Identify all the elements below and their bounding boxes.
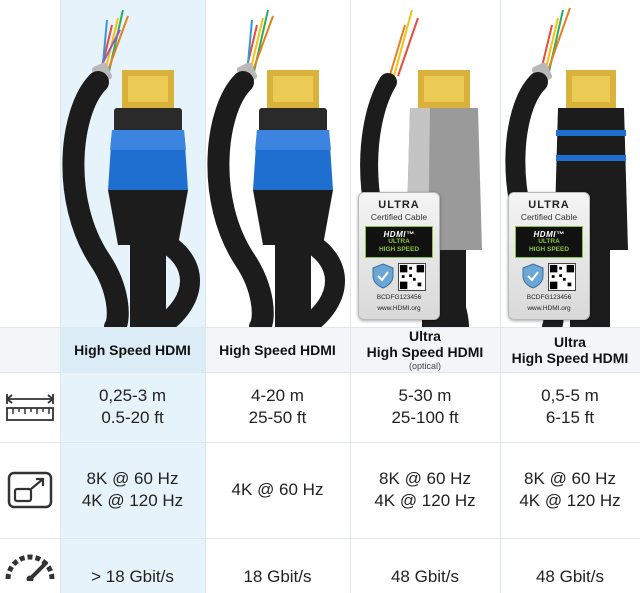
speed-cell-1: > 18 Gbit/s xyxy=(60,552,205,593)
column-3-header: Ultra High Speed HDMI (optical) xyxy=(350,327,500,372)
speed-value: 18 Gbit/s xyxy=(243,567,312,586)
length-imperial: 0.5-20 ft xyxy=(101,408,164,427)
length-metric: 0,5-5 m xyxy=(541,386,599,405)
divider xyxy=(0,327,640,328)
length-imperial: 25-100 ft xyxy=(391,408,459,427)
length-row-icon-cell xyxy=(0,372,60,442)
resolution-cell-2: 4K @ 60 Hz xyxy=(205,442,350,538)
cert-line1: ULTRA xyxy=(388,238,410,246)
resolution-cell-4: 8K @ 60 Hz 4K @ 120 Hz xyxy=(500,442,640,538)
divider xyxy=(60,0,61,593)
resolution-cell-3: 8K @ 60 Hz 4K @ 120 Hz xyxy=(350,442,500,538)
cert-line2: HIGH SPEED xyxy=(378,245,420,253)
hdmi-brand: HDMI™ xyxy=(383,229,415,239)
column-3-title-line1: Ultra xyxy=(409,328,441,344)
column-4-header: Ultra High Speed HDMI xyxy=(500,327,640,372)
column-4-title-line1: Ultra xyxy=(554,333,586,350)
resolution-line1: 8K @ 60 Hz xyxy=(524,469,616,488)
divider xyxy=(0,442,640,443)
resolution-cell-1: 8K @ 60 Hz 4K @ 120 Hz xyxy=(60,442,205,538)
length-imperial: 25-50 ft xyxy=(248,408,307,427)
resolution-line1: 8K @ 60 Hz xyxy=(86,469,179,488)
cert-line2: HIGH SPEED xyxy=(528,245,570,253)
divider xyxy=(205,0,206,593)
length-cell-1: 0,25-3 m 0.5-20 ft xyxy=(60,372,205,442)
column-3-title-line2: High Speed HDMI xyxy=(366,344,484,360)
product-image-1 xyxy=(60,0,205,327)
column-3-subtitle: (optical) xyxy=(408,361,441,371)
resolution-line1: 4K @ 60 Hz xyxy=(231,480,324,499)
ultra-certified-label-1: ULTRA Certified Cable HDMI™ ULTRA HIGH S… xyxy=(358,192,440,320)
resolution-line1: 8K @ 60 Hz xyxy=(379,469,471,488)
resolution-row-icon-cell xyxy=(0,442,60,538)
divider xyxy=(0,538,640,539)
speed-value: 48 Gbit/s xyxy=(535,567,605,586)
length-metric: 5-30 m xyxy=(398,386,452,405)
length-imperial: 6-15 ft xyxy=(545,408,595,427)
length-metric: 4-20 m xyxy=(251,386,304,405)
resolution-line2: 4K @ 120 Hz xyxy=(519,491,621,510)
length-cell-3: 5-30 m 25-100 ft xyxy=(350,372,500,442)
cert-site: www.HDMI.org xyxy=(377,304,421,312)
cert-code: BCDFG123456 xyxy=(526,294,572,301)
ultra-certified-label-2: ULTRA Certified Cable HDMI™ ULTRA HIGH S… xyxy=(508,192,590,320)
column-1-header-bg xyxy=(60,327,205,372)
qr-code-icon xyxy=(548,263,576,291)
cert-code: BCDFG123456 xyxy=(376,294,422,301)
cert-ultra-text: ULTRA xyxy=(528,199,570,211)
divider xyxy=(0,372,640,373)
cert-line1: ULTRA xyxy=(538,238,560,246)
divider xyxy=(500,0,501,593)
column-1-header: High Speed HDMI xyxy=(60,327,205,372)
speed-value: > 18 Gbit/s xyxy=(91,567,174,586)
ruler-length-icon xyxy=(5,394,55,421)
cert-site: www.HDMI.org xyxy=(527,304,571,312)
column-2-title: High Speed HDMI xyxy=(219,341,336,358)
length-cell-4: 0,5-5 m 6-15 ft xyxy=(500,372,640,442)
qr-code-icon xyxy=(398,263,426,291)
shield-icon xyxy=(522,263,544,289)
shield-icon xyxy=(372,263,394,289)
resolution-line2: 4K @ 120 Hz xyxy=(81,491,184,510)
hdmi-logo-box: HDMI™ ULTRA HIGH SPEED xyxy=(515,226,583,258)
speed-row-icon-cell xyxy=(0,538,60,593)
speed-cell-3: 48 Gbit/s xyxy=(350,552,500,593)
divider xyxy=(350,0,351,593)
hdmi-brand: HDMI™ xyxy=(533,229,565,239)
speed-cell-2: 18 Gbit/s xyxy=(205,552,350,593)
speed-value: 48 Gbit/s xyxy=(390,567,460,586)
speed-cell-4: 48 Gbit/s xyxy=(500,552,640,593)
column-2-header: High Speed HDMI xyxy=(205,327,350,372)
screen-resize-icon xyxy=(7,471,53,509)
resolution-line2: 4K @ 120 Hz xyxy=(374,491,476,510)
column-4-title-line2: High Speed HDMI xyxy=(511,349,629,366)
length-metric: 0,25-3 m xyxy=(98,386,167,405)
hdmi-logo-box: HDMI™ ULTRA HIGH SPEED xyxy=(365,226,433,258)
cert-certified-text: Certified Cable xyxy=(520,212,578,222)
product-image-2 xyxy=(205,0,350,327)
speedometer-icon xyxy=(5,554,55,581)
column-1-title: High Speed HDMI xyxy=(74,341,191,358)
length-cell-2: 4-20 m 25-50 ft xyxy=(205,372,350,442)
cert-certified-text: Certified Cable xyxy=(370,212,428,222)
cert-ultra-text: ULTRA xyxy=(378,199,420,211)
